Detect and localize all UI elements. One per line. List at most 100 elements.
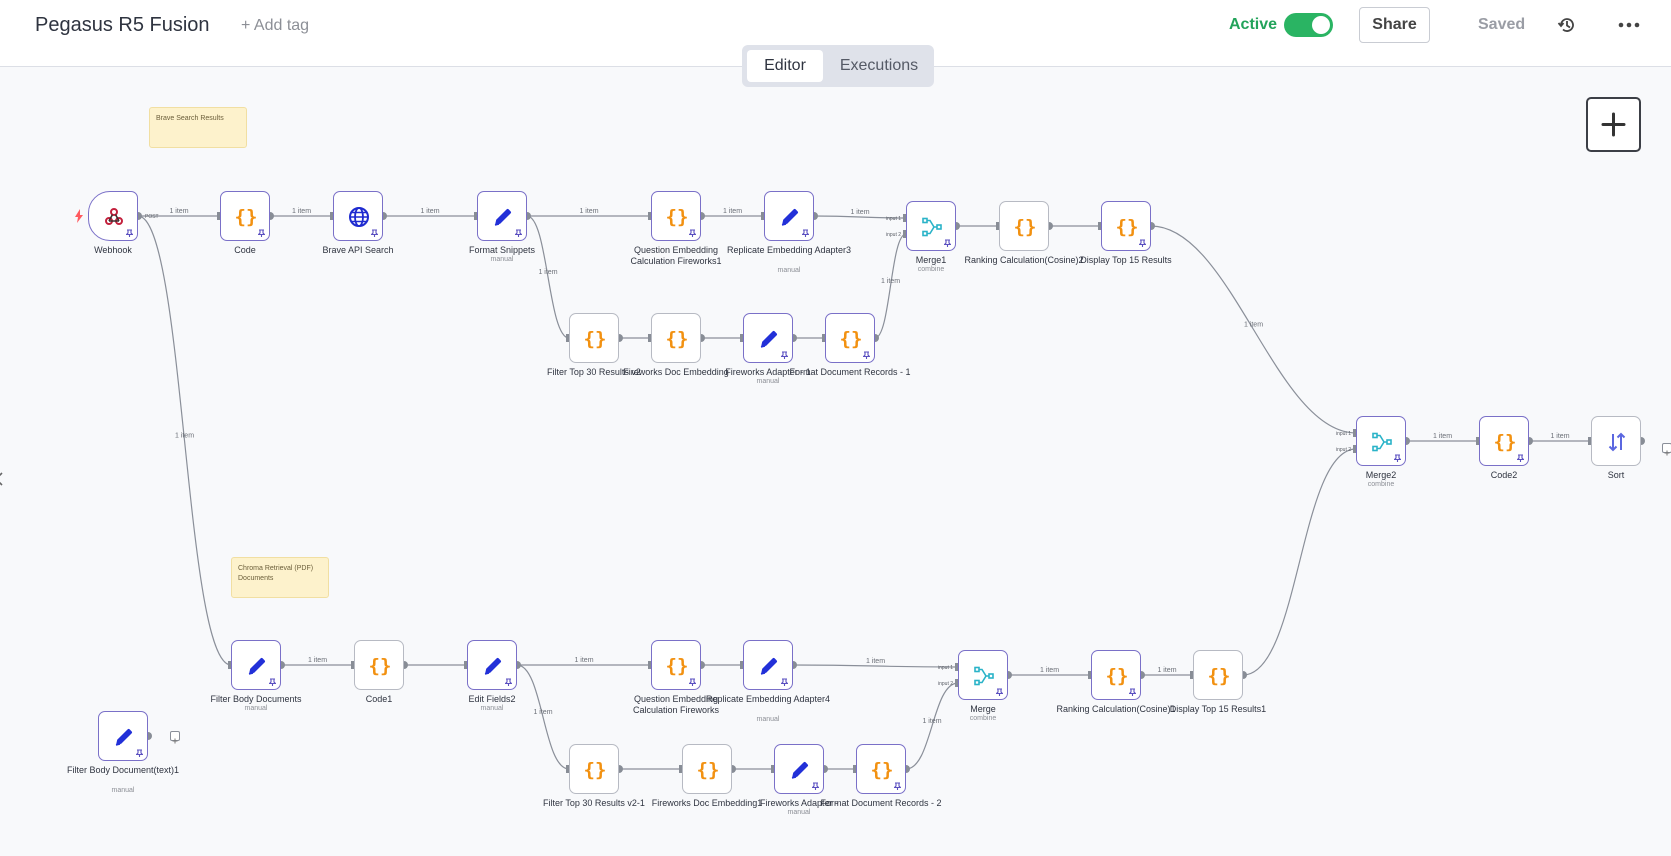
svg-text:{}: {}	[871, 759, 894, 781]
code-braces-icon: {}	[1116, 216, 1139, 238]
node-fw-adapter1[interactable]	[743, 313, 793, 363]
node-edit-fields2[interactable]	[467, 640, 517, 690]
node-subtitle: manual	[111, 787, 135, 794]
add-node-button[interactable]	[1586, 97, 1641, 152]
code-braces-icon: {}	[1208, 665, 1231, 687]
pin-icon	[944, 239, 951, 247]
code-braces-icon: {}	[697, 759, 720, 781]
pin-icon	[505, 678, 512, 686]
node-label: Ranking Calculation(Cosine)1	[1056, 704, 1176, 714]
node-rank1[interactable]: {}	[1091, 650, 1141, 700]
pin-icon	[689, 678, 696, 686]
svg-text:{}: {}	[666, 655, 689, 677]
connection-top15-1-to-merge2	[1242, 448, 1357, 676]
plus-icon	[1601, 112, 1626, 137]
input-handle	[740, 661, 743, 669]
input-handle	[996, 222, 999, 230]
node-label: Merge2	[1365, 470, 1397, 480]
node-top15[interactable]: {}	[1101, 201, 1151, 251]
input-handle	[1353, 429, 1356, 437]
chevron-left-icon[interactable]	[0, 467, 12, 491]
code-braces-icon: {}	[584, 759, 607, 781]
pin-icon	[781, 678, 788, 686]
node-qemb-fw1[interactable]: {}	[651, 191, 701, 241]
node-fmt-doc1[interactable]: {}	[825, 313, 875, 363]
more-horizontal-icon[interactable]	[1617, 15, 1641, 35]
code-braces-icon: {}	[666, 655, 689, 677]
merge-icon	[1372, 432, 1392, 452]
history-icon[interactable]	[1557, 15, 1577, 35]
node-code[interactable]: {}	[220, 191, 270, 241]
node-filter30v2[interactable]: {}	[569, 313, 619, 363]
pencil-icon	[484, 658, 501, 675]
input-handle	[761, 212, 764, 220]
input-handle	[1353, 445, 1356, 453]
sticky-note-chroma[interactable]: Chroma Retrieval (PDF) Documents	[231, 557, 329, 598]
node-rep-adapter4[interactable]	[743, 640, 793, 690]
add-tag-button[interactable]: + Add tag	[241, 17, 310, 34]
node-brave[interactable]	[333, 191, 383, 241]
node-fmt-snippets[interactable]	[477, 191, 527, 241]
node-filter30v2-1[interactable]: {}	[569, 744, 619, 794]
node-sort[interactable]	[1591, 416, 1641, 466]
node-webhook[interactable]	[88, 191, 138, 241]
code-braces-icon: {}	[1494, 431, 1517, 453]
node-label: Code	[234, 245, 256, 255]
input-handle	[955, 663, 958, 671]
node-subtitle: manual	[777, 267, 801, 274]
node-fw-doc-emb1[interactable]: {}	[682, 744, 732, 794]
node-qemb-fw[interactable]: {}	[651, 640, 701, 690]
input-port-label: input 1	[1336, 431, 1351, 437]
tab-editor[interactable]: Editor	[747, 50, 823, 82]
add-after-filter-body-text-button[interactable]	[170, 731, 180, 744]
node-label: Merge1	[915, 255, 947, 265]
node-rank2[interactable]: {}	[999, 201, 1049, 251]
node-code2[interactable]: {}	[1479, 416, 1529, 466]
node-fmt-doc2[interactable]: {}	[856, 744, 906, 794]
pencil-icon	[781, 209, 798, 226]
tab-executions[interactable]: Executions	[839, 57, 919, 74]
node-fw-doc-emb[interactable]: {}	[651, 313, 701, 363]
svg-text:{}: {}	[1116, 216, 1139, 238]
input-port-label: input 2	[1336, 447, 1351, 453]
input-handle	[1588, 437, 1591, 445]
node-subtitle: manual	[756, 716, 780, 723]
connection-fmt-doc2-to-merge	[905, 682, 959, 770]
node-fw-adapter[interactable]	[774, 744, 824, 794]
pin-icon	[996, 688, 1003, 696]
pin-icon	[1394, 454, 1401, 462]
node-subtitle: manual	[756, 378, 780, 385]
share-button[interactable]: Share	[1359, 7, 1430, 43]
node-filter-body-text[interactable]	[98, 711, 148, 761]
node-label: Replicate Embedding Adapter3	[726, 245, 852, 255]
node-code1[interactable]: {}	[354, 640, 404, 690]
input-handle	[679, 765, 682, 773]
node-label: Filter Body Documents	[210, 694, 302, 704]
saved-status: Saved	[1478, 16, 1526, 33]
node-merge2[interactable]	[1356, 416, 1406, 466]
node-label: Code1	[365, 694, 393, 704]
node-merge[interactable]	[958, 650, 1008, 700]
pencil-icon	[115, 729, 132, 746]
edge-item-count: 1 item	[420, 208, 439, 215]
node-label: Code2	[1490, 470, 1518, 480]
node-rep-adapter3[interactable]	[764, 191, 814, 241]
sticky-note-brave[interactable]: Brave Search Results	[149, 107, 247, 148]
pin-icon	[1517, 454, 1524, 462]
node-label: Format Snippets	[468, 245, 536, 255]
add-after-sort-button[interactable]	[1662, 443, 1671, 456]
pencil-icon	[760, 331, 777, 348]
active-toggle[interactable]	[1284, 13, 1333, 37]
svg-text:{}: {}	[666, 206, 689, 228]
pin-icon	[515, 229, 522, 237]
node-filter-body[interactable]	[231, 640, 281, 690]
node-merge1[interactable]	[906, 201, 956, 251]
node-top15-1[interactable]: {}	[1193, 650, 1243, 700]
pencil-icon	[494, 209, 511, 226]
pin-icon	[1139, 239, 1146, 247]
edge-item-count: 1 item	[723, 208, 742, 215]
node-label: Fireworks Adapter - 1	[725, 367, 811, 377]
connection-fmt-doc1-to-merge1	[874, 233, 907, 339]
workflow-name[interactable]: Pegasus R5 Fusion	[35, 14, 210, 36]
